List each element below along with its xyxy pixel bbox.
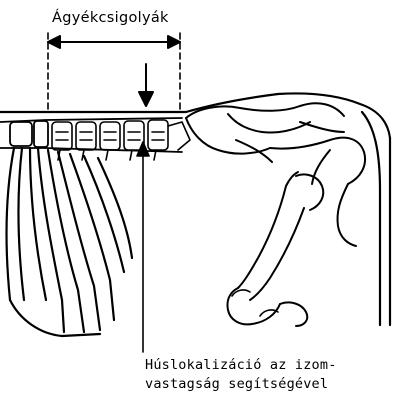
lumbar-vertebrae-label: Ágyékcsigolyák <box>52 10 169 26</box>
pointer-arrow-up <box>137 142 149 352</box>
ribs <box>7 148 132 336</box>
spine <box>0 118 182 152</box>
dimension-bracket <box>48 36 180 48</box>
lumbar-vertebrae <box>52 120 190 160</box>
knee-detail <box>232 290 278 316</box>
dashed-guide-lines <box>48 33 180 112</box>
pelvis <box>186 103 365 246</box>
femur <box>227 172 323 326</box>
measurement-arrow-down <box>139 64 153 106</box>
caption-line-1: Húslokalizáció az izom- <box>145 357 337 373</box>
caption-line-2: vastagság segítségével <box>145 376 328 392</box>
